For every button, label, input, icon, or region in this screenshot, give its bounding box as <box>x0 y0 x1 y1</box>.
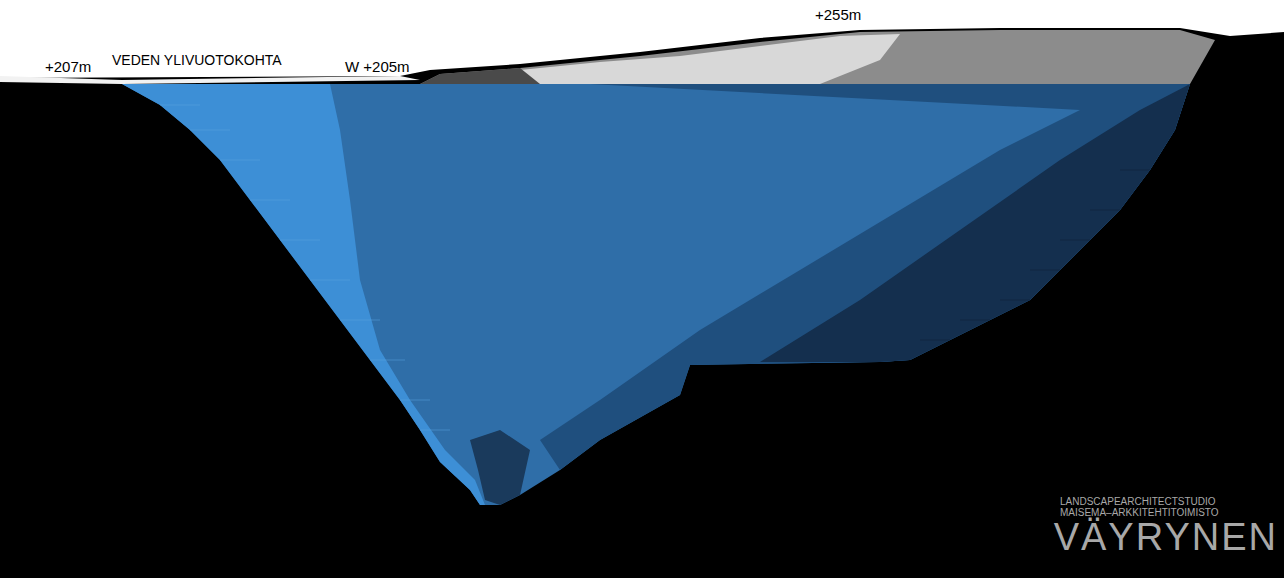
overflow-point-label: VEDEN YLIVUOTOKOHTA <box>112 52 282 68</box>
watermark: LANDSCAPEARCHITECTSTUDIO <box>1060 497 1216 507</box>
elevation-label: +207m <box>45 58 91 75</box>
pit-bottom-shadow <box>470 430 530 505</box>
pit-water <box>122 84 1190 505</box>
pit-wall-dark <box>420 68 540 84</box>
pit-water-deep-wall <box>760 84 1190 362</box>
pit-wall-light <box>500 34 900 84</box>
watermark: MAISEMA–ARKKITEHTITOIMISTO <box>1060 508 1219 518</box>
bench-steps <box>160 105 450 430</box>
pit-water-right-wall <box>540 84 1190 470</box>
pit-wall-above-water <box>420 30 1215 84</box>
elevation-label: +255m <box>815 6 861 23</box>
bench-steps-right <box>920 170 1150 340</box>
ground <box>0 28 1284 578</box>
ground-line <box>0 76 420 84</box>
water-level-label: W +205m <box>345 58 410 75</box>
watermark: VÄYRYNEN <box>1054 518 1278 556</box>
pit-water-left-wall <box>122 84 485 505</box>
